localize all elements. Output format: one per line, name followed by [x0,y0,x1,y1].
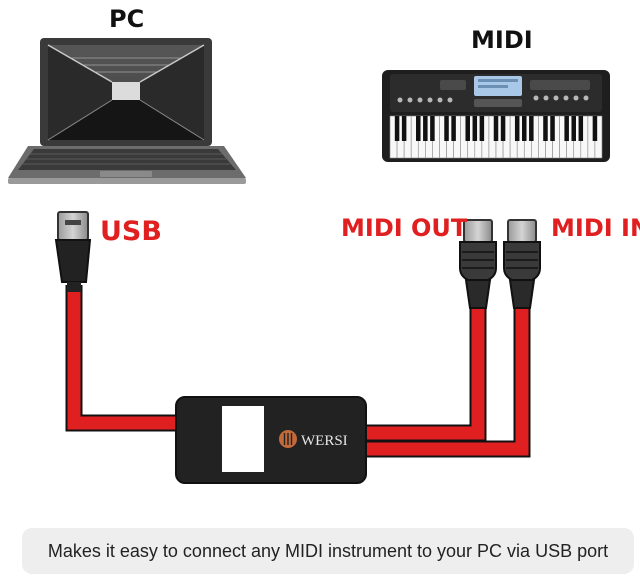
black-key [423,116,428,141]
wersi-logo-icon [279,430,297,448]
keyboard-icon [382,70,610,162]
black-key [444,116,449,141]
midi-plug-icon [503,219,541,309]
brand-name: WERSI [301,433,348,449]
black-key [592,116,598,141]
black-key [529,116,534,141]
black-key [550,116,555,141]
midi-out-cable [364,305,487,442]
black-key [543,116,548,141]
black-key [479,116,485,141]
interface-box-icon: WERSI [175,396,367,484]
midi-in-label: MIDI IN [551,214,640,242]
black-key [500,116,506,141]
black-key [564,116,569,141]
midi-plug-icon [459,219,497,309]
laptop-icon [8,38,246,184]
black-key [430,116,435,141]
usb-label: USB [100,216,162,247]
black-key [451,116,456,141]
midi-out-label: MIDI OUT [341,214,468,242]
black-key [394,116,400,141]
black-key [416,116,421,141]
pc-label: PC [109,5,145,33]
black-key [401,116,407,141]
black-key [493,116,499,141]
black-key [578,116,584,141]
midi-in-cable [364,305,531,458]
black-key [522,116,527,141]
usb-cable [65,285,176,432]
black-key [514,116,520,141]
black-key [465,116,470,141]
caption-text: Makes it easy to connect any MIDI instru… [47,541,609,561]
caption-bar: Makes it easy to connect any MIDI instru… [22,528,634,574]
midi-label: MIDI [471,26,533,54]
black-key [571,116,576,141]
usb-plug-icon [54,211,92,292]
black-key [472,116,478,141]
